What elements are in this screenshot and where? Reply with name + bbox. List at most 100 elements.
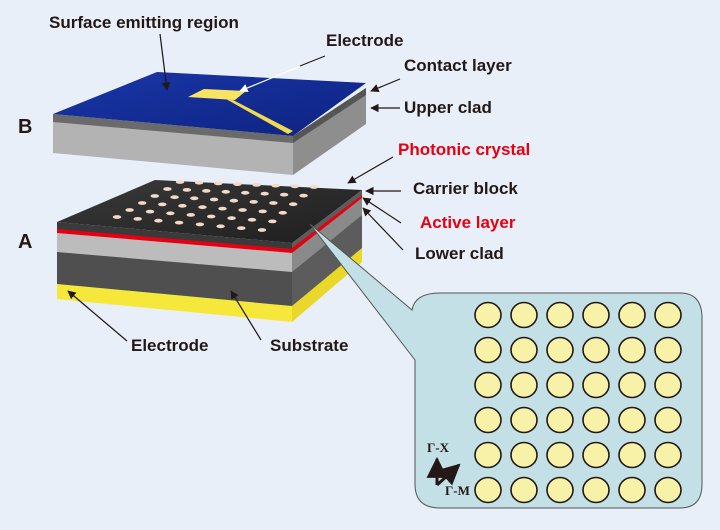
photonic-crystal-hole bbox=[238, 208, 247, 212]
photonic-crystal-hole bbox=[158, 202, 167, 207]
inset-callout bbox=[309, 223, 703, 509]
leader-lines bbox=[67, 33, 404, 342]
photonic-crystal-hole bbox=[309, 185, 319, 189]
photonic-crystal-hole bbox=[268, 219, 277, 224]
label-electrode-bottom: Electrode bbox=[131, 336, 209, 355]
contact-layer-top bbox=[53, 72, 366, 136]
photonic-crystal-hole bbox=[247, 217, 257, 222]
electrode-pad bbox=[188, 89, 246, 100]
lattice-hole bbox=[474, 371, 502, 399]
lattice-hole bbox=[546, 301, 574, 329]
lattice-hole bbox=[510, 371, 538, 399]
photonic-crystal-hole bbox=[174, 220, 184, 225]
lattice-hole bbox=[474, 301, 502, 329]
arrow-surface-emitting bbox=[159, 33, 171, 91]
lattice-hole bbox=[618, 441, 646, 469]
photonic-crystal-hole bbox=[260, 191, 269, 196]
label-gamma-m: Γ-M bbox=[445, 483, 470, 498]
lattice-hole bbox=[582, 301, 610, 329]
lattice-hole bbox=[654, 441, 682, 469]
photonic-crystal-hole bbox=[186, 213, 195, 217]
lattice-hole bbox=[618, 406, 646, 434]
arrow-active-layer bbox=[362, 197, 402, 224]
photonic-crystal-hole bbox=[209, 197, 219, 202]
photonic-crystal-hole bbox=[145, 209, 155, 214]
photonic-crystal-hole bbox=[202, 189, 211, 193]
photonic-crystal-hole bbox=[289, 202, 298, 207]
bottom-electrode bbox=[57, 283, 292, 322]
photonic-crystal-hole bbox=[175, 180, 185, 184]
photonic-crystal-hole bbox=[150, 194, 159, 198]
lattice-hole bbox=[474, 336, 502, 364]
lattice-hole bbox=[510, 301, 538, 329]
photonic-crystal-hole bbox=[227, 216, 236, 221]
photonic-crystal-hole bbox=[229, 198, 239, 203]
photonic-crystal-hole bbox=[221, 189, 230, 194]
structure-b-side bbox=[293, 88, 366, 175]
lattice-hole bbox=[510, 336, 538, 364]
photonic-crystal-hole bbox=[170, 195, 179, 200]
lattice-hole bbox=[582, 476, 610, 504]
label-lower-clad: Lower clad bbox=[415, 244, 504, 263]
lattice-hole bbox=[582, 371, 610, 399]
gamma-m-arrow bbox=[435, 463, 461, 487]
arrow-photonic-crystal bbox=[347, 156, 394, 184]
lattice-hole bbox=[654, 371, 682, 399]
structure-a bbox=[57, 180, 362, 322]
lattice-hole bbox=[546, 441, 574, 469]
lattice-hole bbox=[546, 336, 574, 364]
photonic-crystal-hole bbox=[133, 217, 142, 221]
lattice-hole bbox=[654, 301, 682, 329]
photonic-crystal-hole bbox=[178, 203, 187, 208]
photonic-crystal-hole bbox=[112, 215, 122, 219]
lattice-hole bbox=[654, 336, 682, 364]
label-carrier-block: Carrier block bbox=[413, 179, 518, 198]
lattice-hole bbox=[474, 406, 502, 434]
lattice-hole bbox=[510, 441, 538, 469]
lower-clad-front bbox=[57, 232, 292, 272]
photonic-crystal-hole bbox=[138, 201, 147, 205]
photonic-crystal-hole bbox=[154, 218, 163, 223]
photonic-crystal-hole bbox=[290, 184, 300, 189]
lattice-hole bbox=[474, 476, 502, 504]
contact-layer-front bbox=[53, 114, 293, 143]
lattice-hole bbox=[618, 336, 646, 364]
photonic-crystal-hole bbox=[233, 182, 242, 187]
label-surface-emitting-region: Surface emitting region bbox=[49, 13, 239, 32]
carrier-block-front bbox=[57, 222, 292, 249]
arrow-substrate bbox=[230, 290, 262, 341]
lattice-hole bbox=[654, 476, 682, 504]
label-contact-layer: Contact layer bbox=[404, 56, 512, 75]
lattice-hole bbox=[510, 406, 538, 434]
photonic-crystal-hole bbox=[190, 196, 199, 201]
label-electrode-top: Electrode bbox=[326, 31, 404, 50]
inset-hole-lattice bbox=[474, 301, 682, 504]
arrow-contact-layer bbox=[370, 78, 401, 92]
photonic-crystal-hole bbox=[241, 190, 250, 195]
lattice-hole bbox=[546, 371, 574, 399]
label-active-layer: Active layer bbox=[420, 213, 516, 232]
photonic-crystal-hole bbox=[216, 224, 225, 229]
photonic-crystal-hole bbox=[195, 222, 205, 227]
lattice-hole bbox=[618, 371, 646, 399]
lattice-hole bbox=[474, 441, 502, 469]
label-substrate: Substrate bbox=[270, 336, 349, 355]
photonic-crystal-hole bbox=[163, 187, 172, 191]
photonic-crystal-hole bbox=[218, 206, 227, 211]
label-gamma-x: Γ-X bbox=[427, 440, 449, 455]
lattice-hole bbox=[546, 476, 574, 504]
structure-b-label: B bbox=[18, 116, 33, 138]
photonic-crystal-hole bbox=[214, 181, 223, 186]
photonic-crystal-hole bbox=[257, 228, 267, 232]
photonic-crystal-hole bbox=[166, 211, 175, 216]
photonic-crystal-hole bbox=[237, 226, 246, 231]
lattice-hole bbox=[510, 476, 538, 504]
photonic-crystal-hole bbox=[271, 183, 280, 188]
lattice-inset bbox=[309, 223, 703, 509]
electrode-line bbox=[226, 99, 293, 134]
lattice-hole bbox=[582, 441, 610, 469]
photonic-crystal-hole bbox=[269, 201, 278, 205]
photonic-crystal-holes bbox=[112, 180, 319, 232]
